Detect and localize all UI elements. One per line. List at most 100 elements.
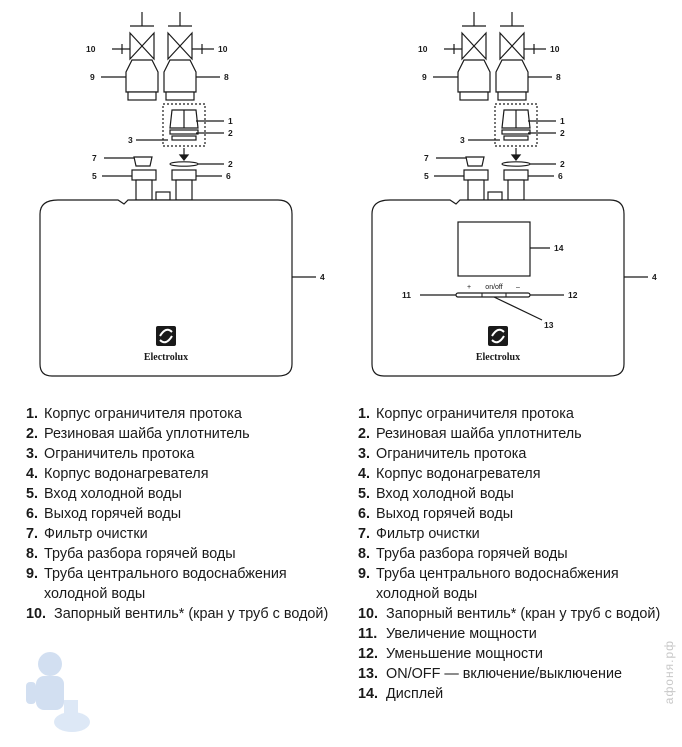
brand-name: Electrolux <box>144 352 188 363</box>
panel-minus: – <box>516 284 520 291</box>
legend-item: 7.Фильтр очистки <box>358 524 668 544</box>
legend-left: 1. Корпус ограничителя протока 2. Резиновая… <box>26 404 336 624</box>
legend-text: Корпус водонагревателя <box>44 466 209 482</box>
callout-6: 6 <box>226 171 231 181</box>
callout-6-r: 6 <box>558 171 563 181</box>
panel-plus: + <box>467 284 471 291</box>
site-watermark: афоня.рф <box>662 640 676 705</box>
legend-item: 10. Запорный вентиль* (кран у труб с водо… <box>26 604 336 624</box>
legend-text: Запорный вентиль* (кран у труб с водой) <box>386 606 661 622</box>
legend-text: Дисплей <box>386 686 444 702</box>
callout-2b: 2 <box>228 159 233 169</box>
legend-text: Резиновая шайба уплотнитель <box>376 426 582 442</box>
callout-1: 1 <box>228 116 233 126</box>
legend-item: 8. Труба разбора горячей воды <box>358 544 668 564</box>
legend-item: 3. Ограничитель протока <box>358 444 668 464</box>
callout-9: 9 <box>90 72 95 82</box>
callout-3-r: 3 <box>460 135 465 145</box>
legend-number: 2. <box>26 426 39 442</box>
callout-5: 5 <box>92 171 97 181</box>
callout-5-r: 5 <box>424 171 429 181</box>
legend-text: Выход горячей воды <box>376 506 514 522</box>
callout-3: 3 <box>128 135 133 145</box>
legend-text: Увеличение мощности <box>386 626 537 642</box>
legend-item: 11. Увеличение мощности <box>358 624 668 644</box>
legend-text: Труба разбора горячей воды <box>376 546 568 562</box>
legend-text: Корпус ограничителя протока <box>44 406 242 422</box>
legend-text: Ограничитель протока <box>44 446 195 462</box>
legend-number: 1. <box>26 406 39 422</box>
callout-1-r: 1 <box>560 116 565 126</box>
legend-item: 6. Выход горячей воды <box>26 504 336 524</box>
legend-item: 8. Труба разбора горячей воды <box>26 544 336 564</box>
legend-text: Ограничитель протока <box>376 446 527 462</box>
legend-text: Резиновая шайба уплотнитель <box>44 426 250 442</box>
legend-number: 8. <box>26 546 39 562</box>
legend-item: 10. Запорный вентиль* (кран у труб с водо… <box>358 604 668 624</box>
legend-item: 4. Корпус водонагревателя <box>358 464 668 484</box>
legend-text: Фильтр очистки <box>376 526 480 542</box>
legend-right: 1.Корпус ограничителя протока 2. Резиновая… <box>358 404 668 704</box>
callout-12: 12 <box>568 290 578 300</box>
callout-10b-r: 10 <box>550 44 560 54</box>
legend-item: 9. Труба центрального водоснабжения холод… <box>358 564 668 604</box>
heater-unit-right: + on/off – Electrolux 10 10 9 8 1 2 3 2 … <box>371 11 657 377</box>
legend-text: Вход холодной воды <box>376 486 514 502</box>
legend-text: Вход холодной воды <box>44 486 182 502</box>
legend-number: 9. <box>358 566 371 582</box>
legend-text: Труба разбора горячей воды <box>44 546 236 562</box>
legend-text: ON/OFF — включение/выключение <box>386 666 623 682</box>
brand-name-right: Electrolux <box>476 352 520 363</box>
callout-4: 4 <box>320 272 325 282</box>
legend-item: 12. Уменьшение мощности <box>358 644 668 664</box>
legend-number: 4. <box>358 466 371 482</box>
legend-item: 2. Резиновая шайба уплотнитель <box>358 424 668 444</box>
callout-2-r: 2 <box>560 128 565 138</box>
callout-10b: 10 <box>218 44 228 54</box>
legend-number: 13. <box>358 666 379 682</box>
legend-number: 10. <box>358 606 379 622</box>
plumber-mascot-icon <box>26 652 90 732</box>
legend-number: 9. <box>26 566 39 582</box>
callout-10-r: 10 <box>418 44 428 54</box>
legend-number: 10. <box>26 606 47 622</box>
legend-item: 7. Фильтр очистки <box>26 524 336 544</box>
legend-text: Труба центрального водоснабжения холодно… <box>376 566 619 602</box>
legend-number: 6. <box>26 506 39 522</box>
legend-number: 7. <box>26 526 39 542</box>
callout-9-r: 9 <box>422 72 427 82</box>
callout-8-r: 8 <box>556 72 561 82</box>
legend-number: 2. <box>358 426 371 442</box>
legend-number: 12. <box>358 646 379 662</box>
legend-text: Труба центрального водоснабжения холодно… <box>44 566 287 602</box>
legend-text: Запорный вентиль* (кран у труб с водой) <box>54 606 329 622</box>
legend-number: 6. <box>358 506 371 522</box>
legend-text: Фильтр очистки <box>44 526 148 542</box>
callout-2b-r: 2 <box>560 159 565 169</box>
installation-diagram: Electrolux 10 10 9 8 1 2 3 2 7 5 6 4 + o… <box>39 11 657 377</box>
legend-item: 4.Корпус водонагревателя <box>26 464 336 484</box>
callout-14: 14 <box>554 243 564 253</box>
legend-number: 8. <box>358 546 371 562</box>
callout-13: 13 <box>544 320 554 330</box>
callout-7: 7 <box>92 153 97 163</box>
legend-item: 1. Корпус ограничителя протока <box>26 404 336 424</box>
legend-number: 5. <box>358 486 371 502</box>
callout-2: 2 <box>228 128 233 138</box>
legend-text: Уменьшение мощности <box>386 646 543 662</box>
legend-item: 5. Вход холодной воды <box>358 484 668 504</box>
legend-number: 3. <box>358 446 371 462</box>
callout-4-r: 4 <box>652 272 657 282</box>
legend-number: 11. <box>358 626 378 642</box>
legend-item: 13. ON/OFF — включение/выключение <box>358 664 668 684</box>
legend-item: 3.Ограничитель протока <box>26 444 336 464</box>
legend-text: Выход горячей воды <box>44 506 182 522</box>
callout-10: 10 <box>86 44 96 54</box>
legend-item: 6. Выход горячей воды <box>358 504 668 524</box>
legend-number: 1. <box>358 406 371 422</box>
legend-item: 1.Корпус ограничителя протока <box>358 404 668 424</box>
legend-item: 9. Труба центрального водоснабжения холод… <box>26 564 336 604</box>
panel-onoff: on/off <box>485 284 502 291</box>
legend-item: 5.Вход холодной воды <box>26 484 336 504</box>
legend-text: Корпус водонагревателя <box>376 466 541 482</box>
